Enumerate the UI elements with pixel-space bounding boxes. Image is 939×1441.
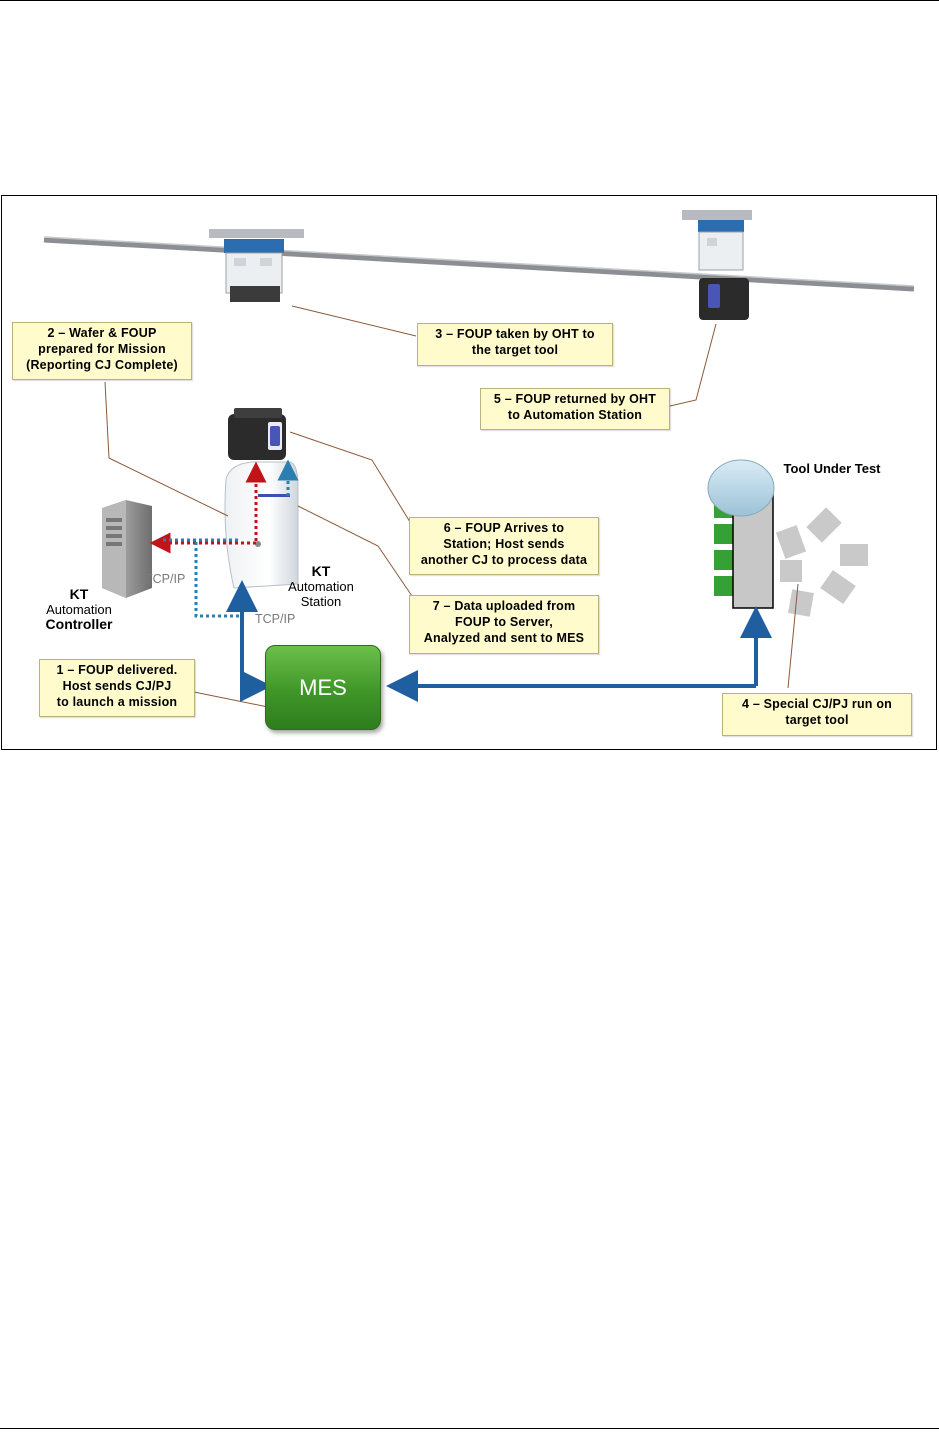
station-line2: Station: [300, 594, 342, 609]
callout-step-1: 1 – FOUP delivered. Host sends CJ/PJ to …: [39, 659, 195, 717]
diagram-scene: [43, 210, 915, 708]
network-links: [226, 580, 772, 702]
callout-step-5: 5 – FOUP returned by OHT to Automation S…: [480, 388, 670, 430]
controller-line1: Automation: [46, 602, 112, 617]
station-line1: Automation: [288, 579, 354, 594]
callout-step-2: 2 – Wafer & FOUP prepared for Mission (R…: [12, 322, 192, 380]
page-bottom-rule: [0, 1428, 939, 1429]
oht-vehicle-right-icon: [682, 210, 752, 320]
controller-line2: Controller: [45, 616, 113, 632]
station-label: KT Automation Station: [282, 563, 360, 610]
page-top-rule: [0, 0, 939, 1]
tcp-label-2: TCP/IP: [255, 612, 296, 626]
dotted-links: [149, 459, 299, 618]
mes-box: MES: [265, 645, 381, 730]
diagram-frame: MES KT Automation Controller KT Automati…: [1, 195, 937, 750]
station-kt: KT: [311, 563, 331, 579]
oht-rail: [43, 236, 915, 292]
tool-under-test-icon: [707, 459, 868, 617]
foup-icon: [228, 408, 286, 460]
controller-kt: KT: [69, 586, 89, 602]
tcp-label-1: TCP/IP: [145, 572, 186, 586]
leader-lines: [104, 305, 799, 708]
controller-label: KT Automation Controller: [34, 587, 124, 632]
oht-vehicle-left-icon: [209, 229, 304, 302]
server-tower-icon: [102, 500, 152, 598]
tool-under-test-label: Tool Under Test: [783, 461, 881, 476]
callout-step-6: 6 – FOUP Arrives to Station; Host sends …: [409, 517, 599, 575]
callout-step-4: 4 – Special CJ/PJ run on target tool: [722, 693, 912, 736]
callout-step-3: 3 – FOUP taken by OHT to the target tool: [417, 323, 613, 366]
callout-step-7: 7 – Data uploaded from FOUP to Server, A…: [409, 595, 599, 654]
mes-label: MES: [299, 674, 347, 700]
